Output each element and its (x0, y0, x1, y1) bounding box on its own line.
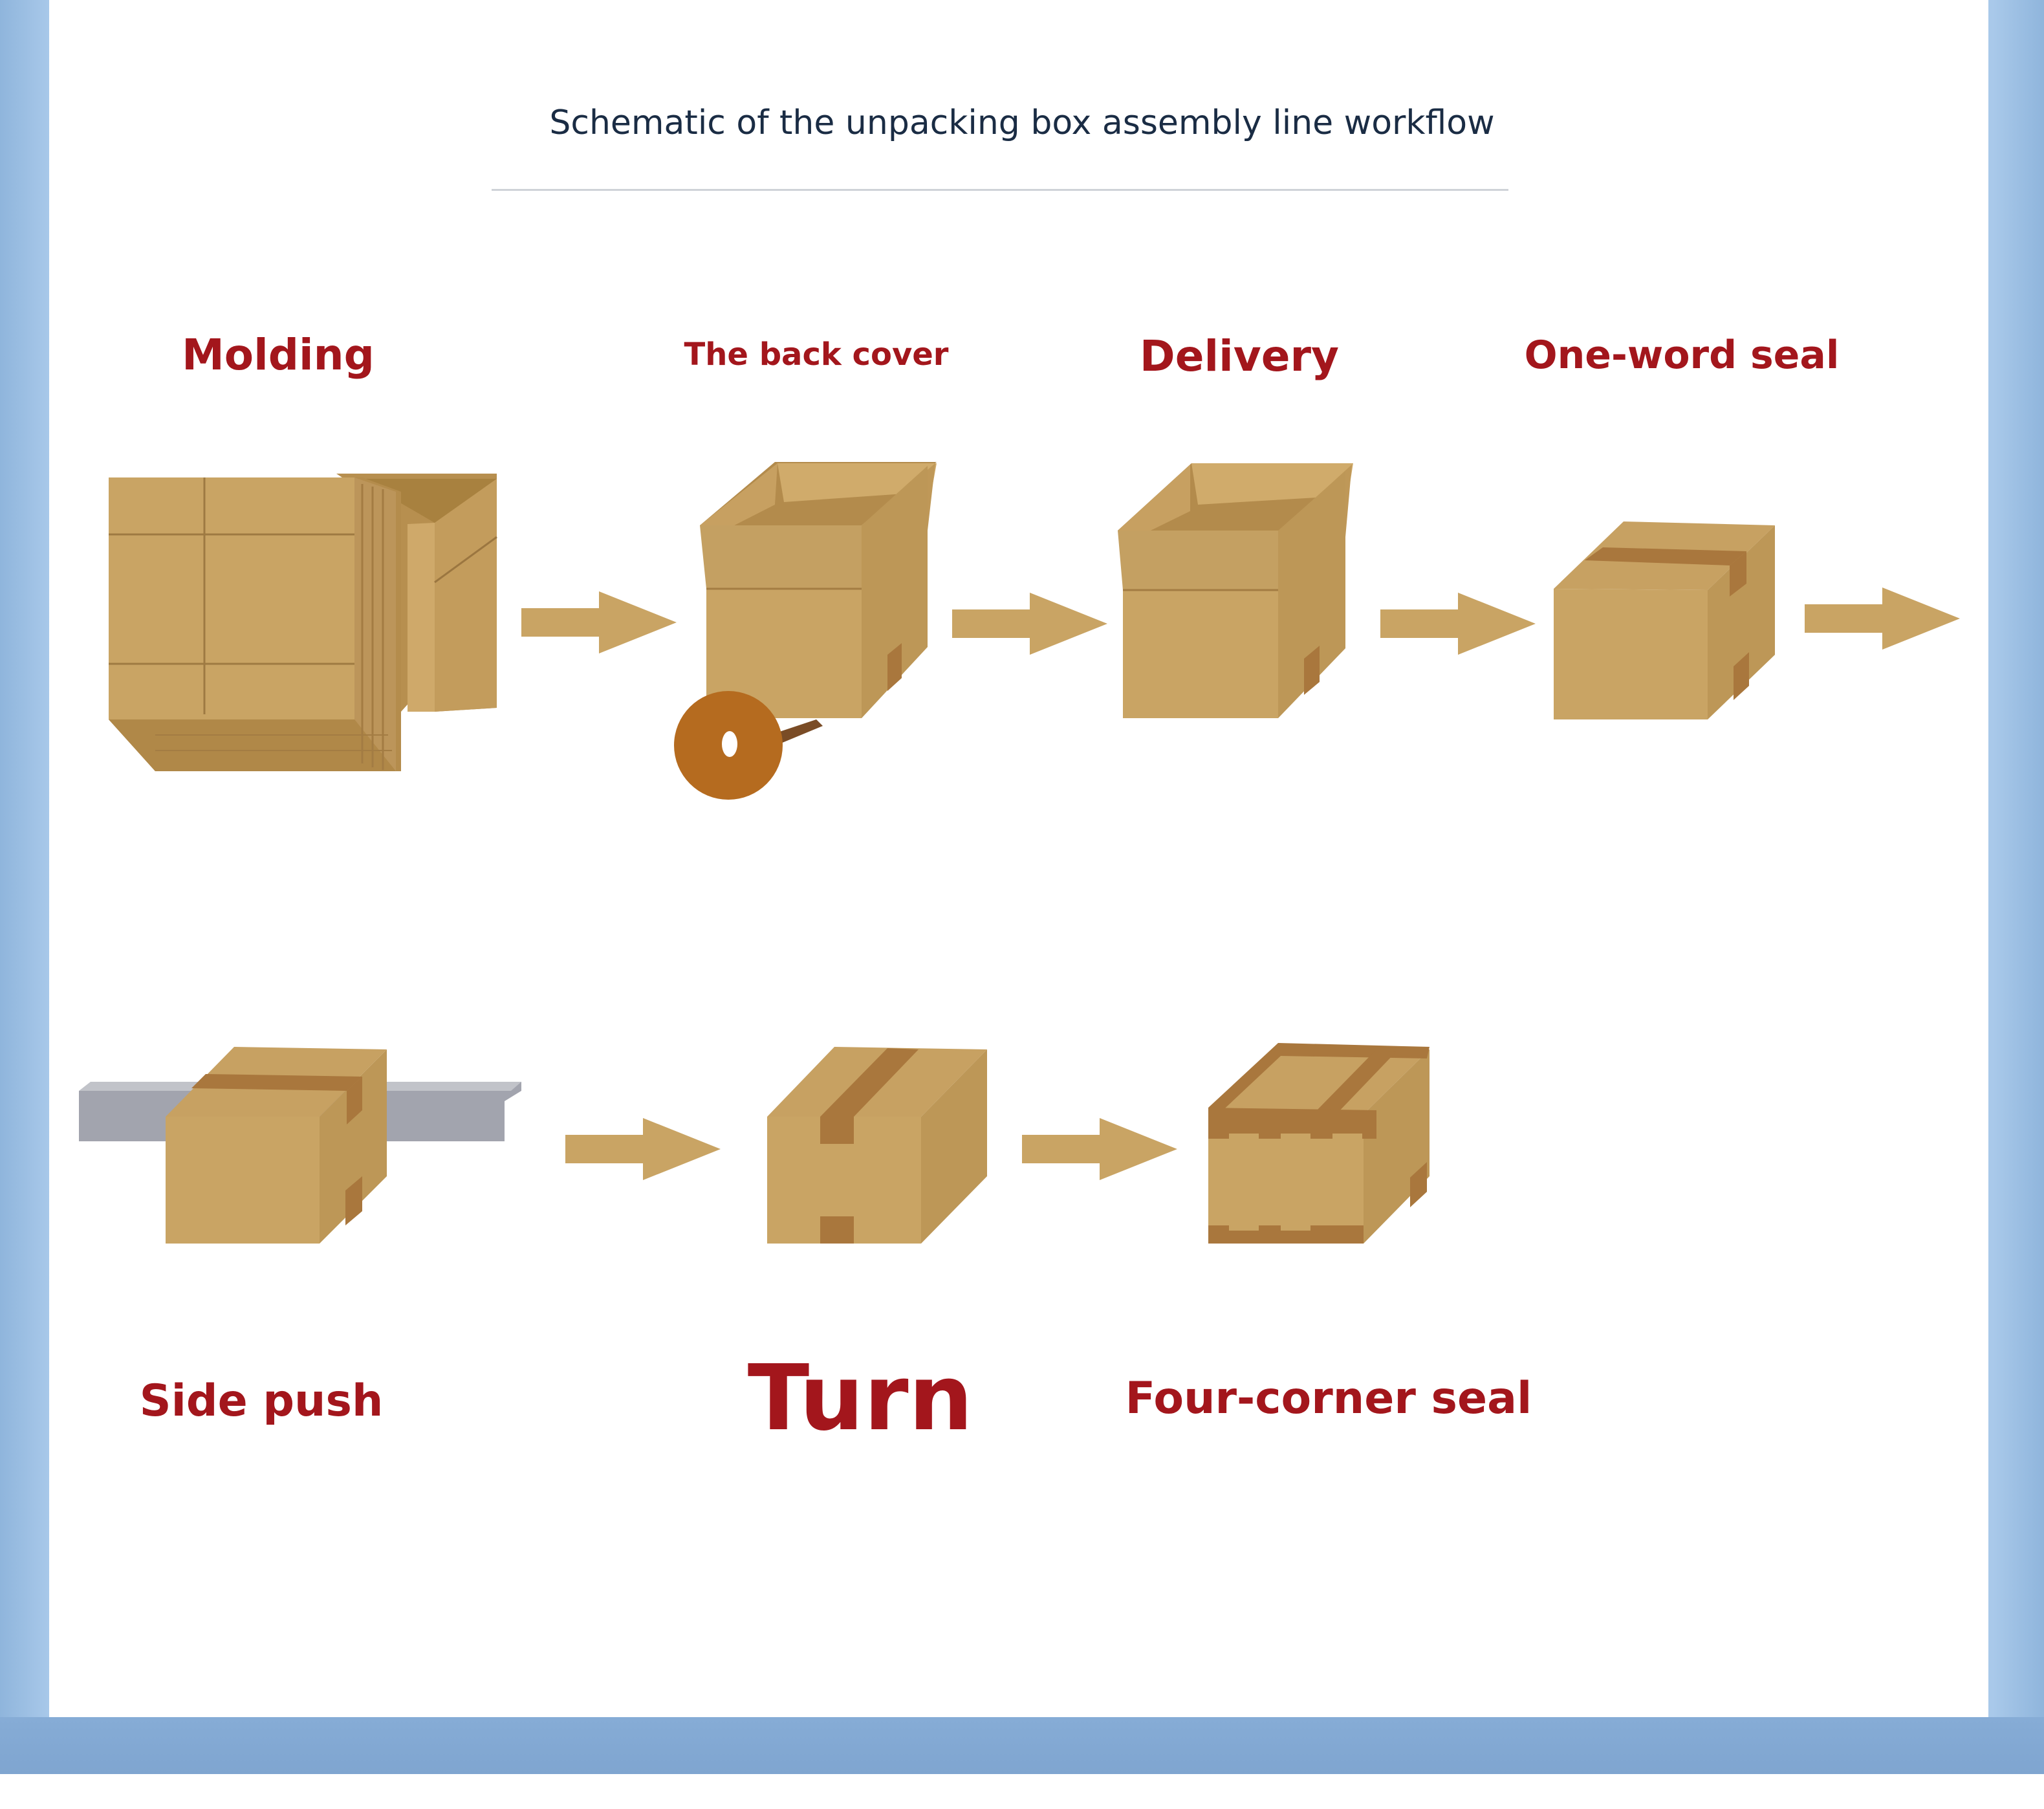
back-cover-box-illustration (674, 462, 937, 800)
step-label-one-word-seal: One-word seal (1524, 333, 1840, 378)
four-corner-seal-box-illustration (1208, 1043, 1430, 1244)
one-word-seal-box-illustration (1554, 521, 1775, 719)
step-label-molding: Molding (182, 330, 375, 380)
arrow-turn-to-four-corner-seal (1022, 1118, 1177, 1180)
arrow-delivery-to-one-word-seal (1380, 593, 1536, 655)
content-panel (49, 0, 1988, 1717)
arrow-side-push-to-turn (565, 1118, 721, 1180)
turn-box-illustration (767, 1047, 987, 1244)
title-divider (492, 189, 1508, 191)
arrow-one-word-seal-next (1805, 587, 1960, 650)
frame-bottom-strip (0, 1774, 2044, 1809)
step-label-delivery: Delivery (1139, 331, 1340, 381)
molding-box-illustration (109, 474, 497, 771)
step-label-four-corner-seal: Four-corner seal (1125, 1373, 1532, 1424)
page-title: Schematic of the unpacking box assembly … (549, 104, 1495, 142)
step-label-turn: Turn (747, 1346, 973, 1451)
delivery-box-illustration (1118, 463, 1353, 718)
arrow-molding-to-back-cover (521, 591, 677, 653)
arrow-back-cover-to-delivery (952, 593, 1107, 655)
side-push-box-illustration (79, 1047, 521, 1244)
step-label-back-cover: The back cover (684, 336, 949, 373)
step-label-side-push: Side push (139, 1376, 384, 1427)
frame-bottom-band (0, 1717, 2044, 1774)
